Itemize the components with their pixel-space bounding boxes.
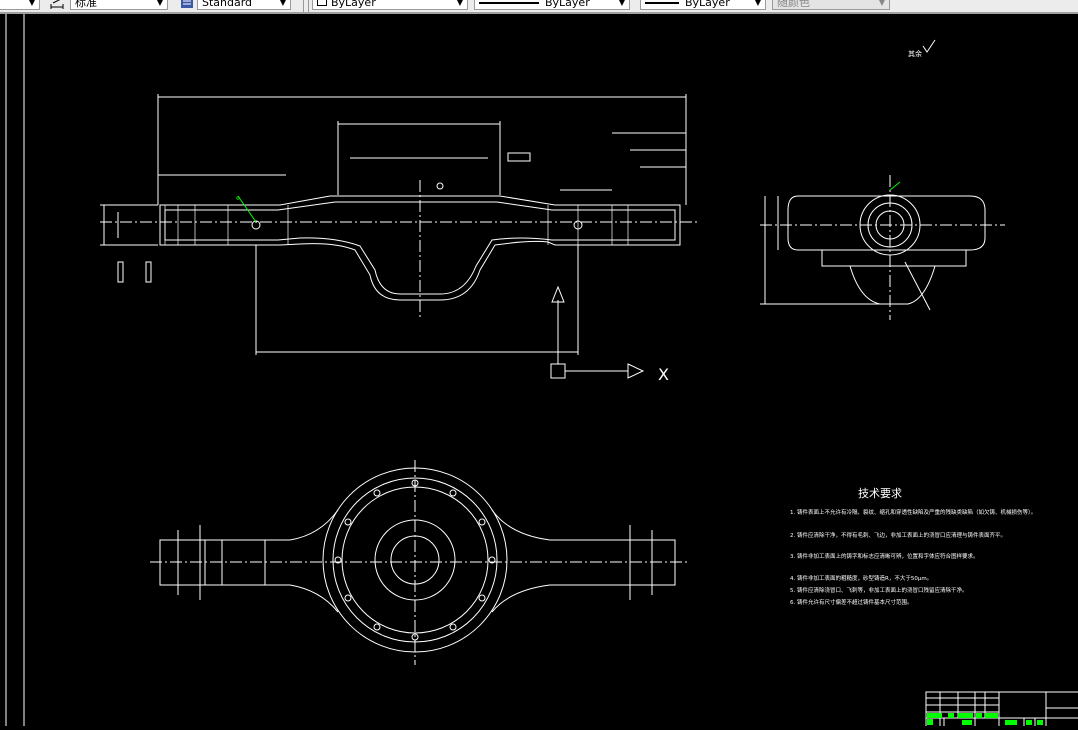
ucs-x-label: X xyxy=(658,365,669,384)
properties-toolbar: ▼ 标准 ▼ Standard ▼ ByLayer ▼ ByLayer ▼ ByLaye… xyxy=(0,0,1078,14)
linetype-value: ByLayer xyxy=(545,0,590,9)
tech-title: 技术要求 xyxy=(858,487,902,500)
ucs-icon: X xyxy=(550,285,669,384)
tech-item: 5. 铸件应清除浇冒口、飞刺等，非加工表面上的浇冒口残留应清除干净。 xyxy=(790,586,968,594)
chevron-down-icon: ▼ xyxy=(279,0,286,7)
linetype-dropdown[interactable]: ByLayer ▼ xyxy=(474,0,630,10)
text-style-value: Standard xyxy=(202,0,253,9)
chevron-down-icon: ▼ xyxy=(618,0,625,7)
dimension-style-icon[interactable] xyxy=(50,0,64,9)
technical-requirements: 技术要求 1. 铸件表面上不允许有冷隔、裂纹、缩孔和穿透性缺陷及严重的残缺类缺陷… xyxy=(790,487,1036,606)
top-view xyxy=(150,460,690,665)
tech-item: 1. 铸件表面上不允许有冷隔、裂纹、缩孔和穿透性缺陷及严重的残缺类缺陷（如欠铸、… xyxy=(790,508,1036,516)
svg-text:Φ: Φ xyxy=(236,196,240,202)
plot-style-value: 随颜色 xyxy=(777,0,810,9)
lineweight-sample-icon xyxy=(645,2,679,4)
prev-dropdown[interactable]: ▼ xyxy=(0,0,40,10)
tech-item: 2. 铸件应清除干净，不得有毛刺、飞边，非加工表面上的浇冒口应清理与铸件表面齐平… xyxy=(790,531,1006,539)
roughness-symbol-icon xyxy=(922,39,936,53)
linetype-sample-icon xyxy=(479,2,539,4)
text-style-dropdown[interactable]: Standard ▼ xyxy=(197,0,291,10)
tech-item: 4. 铸件非加工表面的粗糙度，砂型铸造R，不大于50μm。 xyxy=(790,574,932,582)
chevron-down-icon: ▼ xyxy=(754,0,761,7)
lineweight-dropdown[interactable]: ByLayer ▼ xyxy=(640,0,766,10)
chevron-down-icon: ▼ xyxy=(456,0,463,7)
title-block xyxy=(925,691,1078,730)
front-view: Φ xyxy=(100,94,700,355)
drawing-canvas[interactable]: 其余 Φ X xyxy=(0,14,1078,730)
dimension-style-value: 标准 xyxy=(75,0,97,9)
chevron-down-icon: ▼ xyxy=(28,0,35,7)
toolbar-grip[interactable] xyxy=(303,0,309,12)
tech-item: 3. 铸件非加工表面上的铸字和标志应清晰可辨，位置和字体应符合图样要求。 xyxy=(790,552,979,560)
lineweight-value: ByLayer xyxy=(685,0,730,9)
color-dropdown[interactable]: ByLayer ▼ xyxy=(312,0,468,10)
chevron-down-icon: ▼ xyxy=(156,0,163,7)
chevron-down-icon: ▼ xyxy=(878,0,885,7)
color-value: ByLayer xyxy=(331,0,376,9)
dimension-style-dropdown[interactable]: 标准 ▼ xyxy=(70,0,168,10)
roughness-note: 其余 xyxy=(908,49,922,58)
color-swatch-icon xyxy=(317,0,327,6)
plot-style-dropdown: 随颜色 ▼ xyxy=(772,0,890,10)
cad-drawing: 其余 Φ X xyxy=(5,14,1078,730)
tech-item: 6. 铸件允许有尺寸偏差不超过铸件基本尺寸范围。 xyxy=(790,598,913,606)
side-view xyxy=(760,175,1005,320)
text-style-icon[interactable] xyxy=(180,0,194,9)
